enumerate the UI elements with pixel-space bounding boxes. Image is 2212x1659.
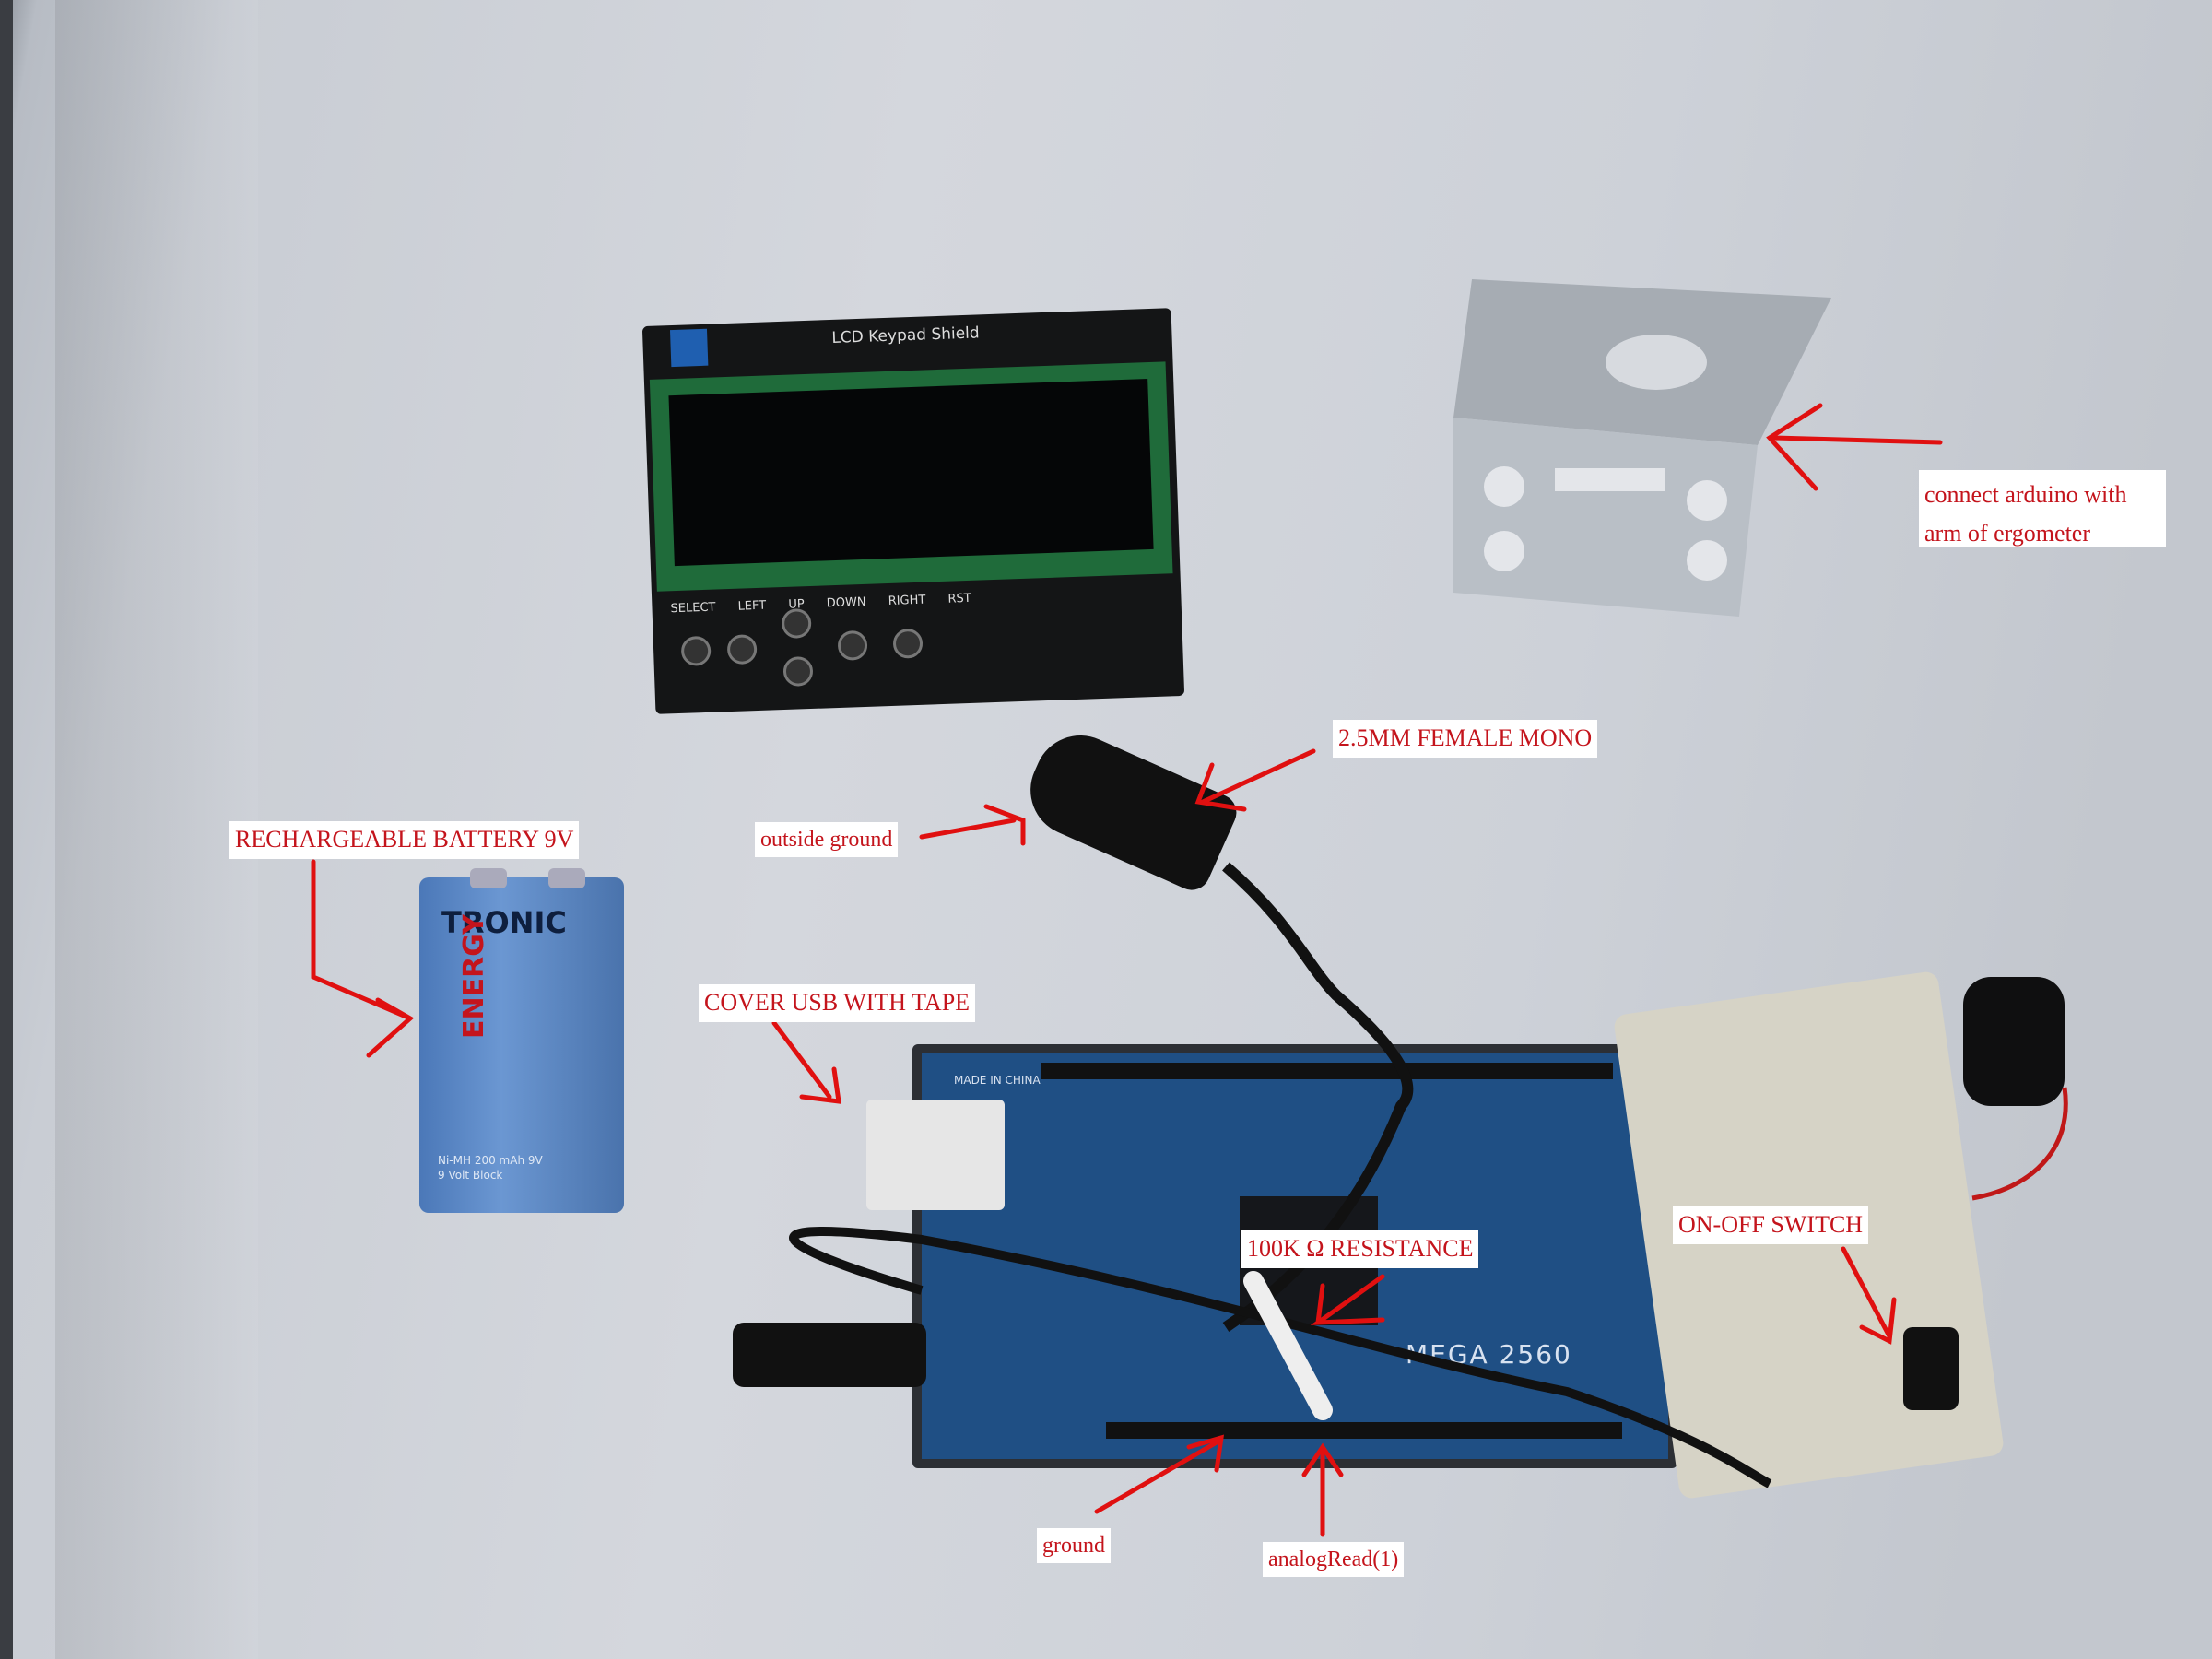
- annotation-usb: COVER USB WITH TAPE: [699, 984, 976, 1022]
- bracket-hole: [1484, 466, 1524, 507]
- lcd-keypad-shield: LCD Keypad Shield SELECT LEFT UP DOWN RI…: [641, 308, 1185, 714]
- bracket-hole: [1484, 531, 1524, 571]
- pin-header-bottom: [1106, 1422, 1622, 1439]
- battery-spec: Ni-MH 200 mAh 9V 9 Volt Block: [438, 1154, 543, 1182]
- lcd-button: [837, 629, 868, 661]
- bracket-slot: [1555, 468, 1665, 491]
- photo-edge: [0, 0, 13, 1659]
- annotation-analog-read: analogRead(1): [1263, 1542, 1405, 1578]
- lcd-button: [892, 628, 924, 659]
- lcd-button: [726, 634, 758, 665]
- lcd-button-labels: SELECT LEFT UP DOWN RIGHT RST: [670, 591, 971, 617]
- lcd-screen: [668, 379, 1154, 567]
- metal-bracket: [1453, 279, 1831, 617]
- battery-brand: TRONIC: [441, 905, 567, 940]
- made-in-label: MADE IN CHINA: [954, 1074, 1041, 1087]
- battery-snap-connector: [1963, 977, 2065, 1106]
- bracket-hole: [1687, 480, 1727, 521]
- arrow-usb: [771, 1020, 841, 1104]
- bracket-hole: [1606, 335, 1707, 390]
- annotation-outside-ground: outside ground: [755, 822, 899, 858]
- battery-energy: ENERGY: [458, 914, 490, 1039]
- 9v-battery: TRONIC ENERGY Ni-MH 200 mAh 9V 9 Volt Bl…: [419, 868, 624, 1213]
- bracket-hole: [1687, 540, 1727, 581]
- bracket-front: [1453, 418, 1758, 617]
- arrow-outside-ground: [919, 804, 1026, 846]
- lcd-button: [782, 655, 814, 688]
- potentiometer: [669, 328, 709, 368]
- paper-background: [55, 0, 258, 1659]
- annotation-switch: ON-OFF SWITCH: [1673, 1206, 1869, 1244]
- annotation-female-jack: 2.5MM FEMALE MONO: [1333, 720, 1598, 758]
- annotation-resistance: 100K Ω RESISTANCE: [1241, 1230, 1479, 1268]
- lcd-button: [781, 607, 812, 640]
- annotation-battery: RECHARGEABLE BATTERY 9V: [229, 821, 580, 859]
- annotation-bracket: connect arduino with arm of ergometer: [1919, 470, 2166, 547]
- annotation-ground: ground: [1037, 1528, 1111, 1564]
- arrow-battery: [311, 859, 415, 1058]
- battery-terminal: [470, 868, 507, 888]
- female-audio-jack: [1016, 721, 1242, 896]
- battery-terminal: [548, 868, 585, 888]
- lcd-button: [680, 635, 712, 666]
- power-jack: [733, 1323, 926, 1387]
- usb-tape-cover: [866, 1100, 1005, 1210]
- on-off-switch: [1903, 1327, 1959, 1410]
- board-model: MEGA 2560: [1406, 1339, 1572, 1370]
- pin-header-top: [1041, 1063, 1613, 1079]
- lcd-shield-title: LCD Keypad Shield: [831, 324, 980, 347]
